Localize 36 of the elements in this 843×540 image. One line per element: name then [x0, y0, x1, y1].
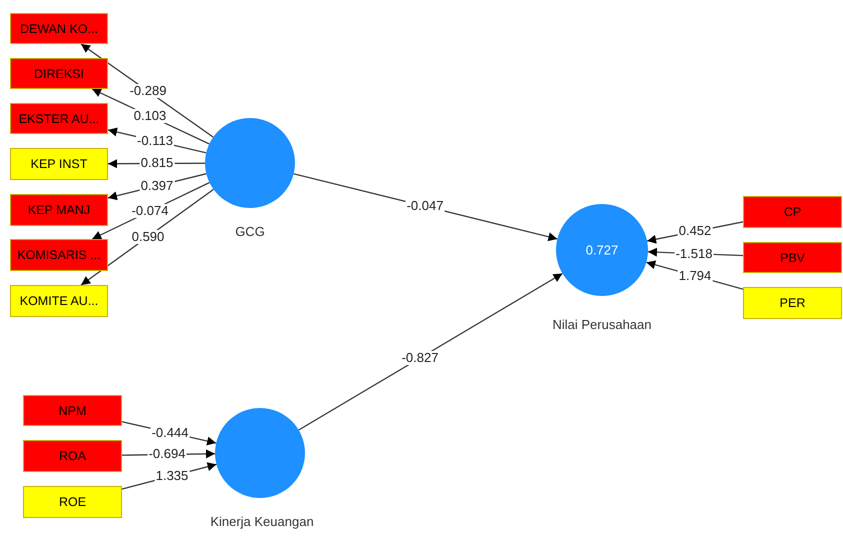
construct-circle [205, 118, 295, 208]
indicator-box: DIREKSI [10, 58, 108, 89]
construct-name: Kinerja Keuangan [209, 514, 315, 529]
indicator-box: PBV [743, 242, 842, 273]
indicator-box: ROE [23, 486, 122, 518]
edge-label: -0.289 [128, 84, 168, 98]
indicator-box: EKSTER AU... [10, 103, 108, 134]
edge-label: 0.590 [130, 230, 166, 244]
indicator-box: KEP MANJ [10, 194, 108, 226]
edge-label: 0.452 [678, 224, 712, 238]
edge-label: -0.444 [150, 426, 190, 440]
edge-label: 1.335 [154, 468, 190, 483]
edge-label: -0.047 [406, 199, 444, 214]
indicator-box: ROA [23, 440, 122, 472]
construct-circle [215, 408, 305, 498]
edge-label: -0.074 [130, 204, 170, 218]
edge-label: -1.518 [674, 246, 714, 261]
indicator-box: NPM [23, 395, 122, 426]
indicator-box: KOMISARIS ... [10, 239, 108, 271]
edge-label: 0.815 [140, 156, 174, 170]
construct-name: GCG [234, 224, 266, 239]
edge-label: 1.794 [678, 268, 712, 283]
indicator-box: KEP INST [10, 148, 108, 180]
edge-label: -0.827 [400, 351, 440, 366]
construct-circle [556, 204, 648, 296]
indicator-box: CP [743, 196, 842, 228]
edge-label: 0.397 [140, 178, 174, 193]
construct-name: Nilai Perusahaan [551, 317, 652, 332]
indicator-box: DEWAN KO... [10, 13, 108, 44]
r-squared-value: 0.727 [584, 242, 620, 258]
edge-label: -0.694 [148, 447, 186, 462]
edge-label: 0.103 [132, 109, 168, 124]
edge-label: -0.113 [136, 134, 174, 148]
indicator-box: KOMITE AU... [10, 285, 108, 317]
arrow [298, 272, 563, 431]
indicator-box: PER [743, 287, 842, 319]
